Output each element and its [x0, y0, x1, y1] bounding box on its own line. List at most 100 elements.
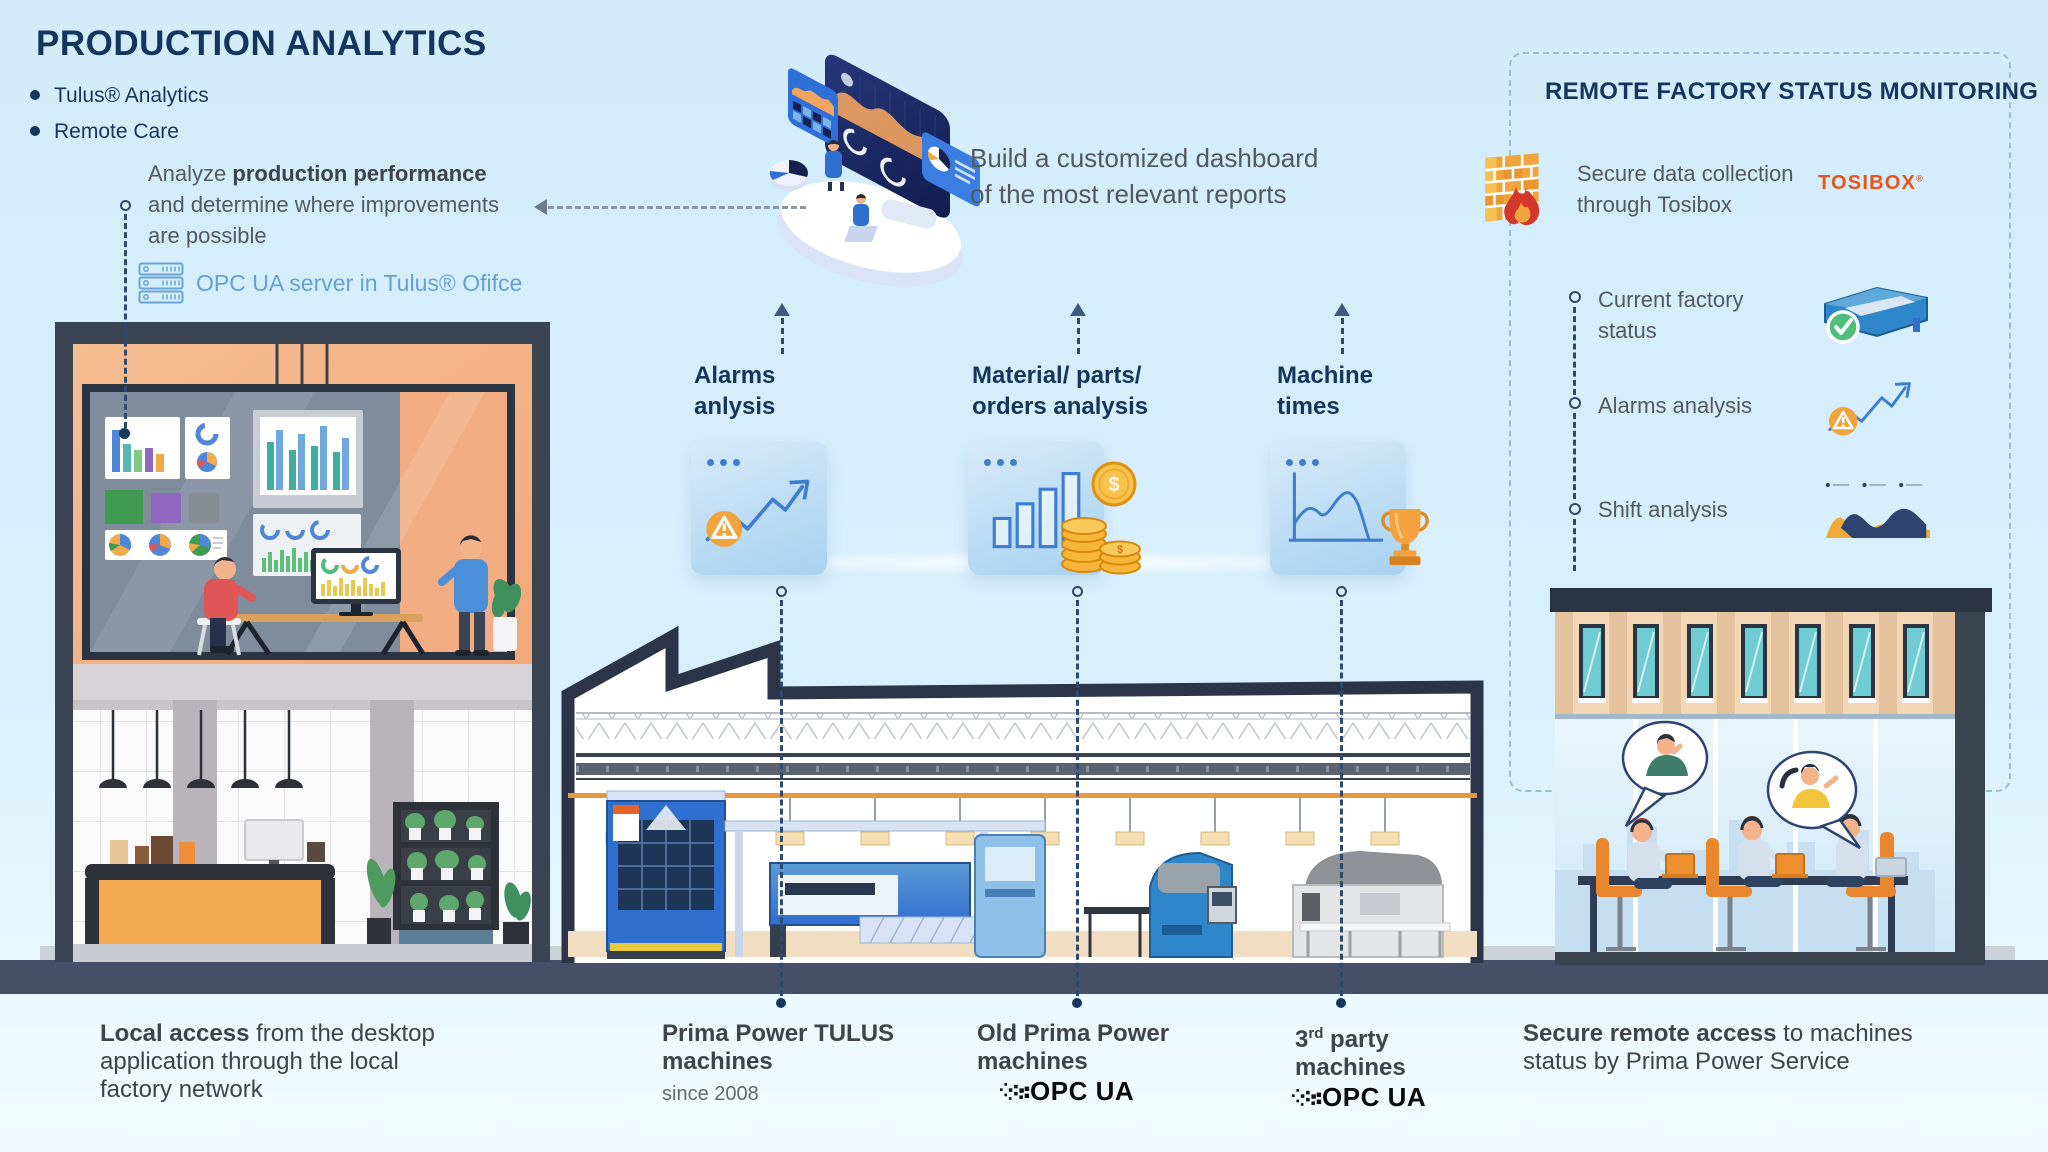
panel-dashed-segment — [1573, 519, 1576, 571]
dashed-connector-horizontal — [548, 206, 806, 209]
report-card — [922, 130, 980, 209]
ground-bar — [0, 960, 2048, 994]
card-label-machine-times: Machine times — [1277, 360, 1373, 422]
card-label-line: Machine — [1277, 362, 1374, 389]
dashed-connector-vertical — [780, 600, 783, 996]
up-arrow — [774, 303, 790, 316]
machine-status-icon — [1824, 286, 1928, 344]
panel-item-alarms: Alarms analysis — [1598, 390, 1752, 421]
up-arrow — [1070, 303, 1086, 316]
svg-text:$: $ — [1108, 474, 1119, 496]
person-figure — [844, 194, 878, 242]
card-label-line: Material/ parts/ — [972, 362, 1142, 389]
panel-ring — [1569, 397, 1581, 409]
opcua-logo-text: OPC UA — [1030, 1076, 1135, 1106]
window-dots-icon — [1286, 453, 1325, 471]
panel-ring — [1569, 503, 1581, 515]
remote-access-line2: status by Prima Power Service — [1523, 1048, 1850, 1075]
bar-chart-icon — [992, 472, 1081, 549]
old-line2: machines — [977, 1048, 1088, 1075]
analyze-line2: and determine where improvements — [148, 192, 499, 217]
dashed-connector-vertical — [124, 214, 127, 428]
opcua-server-label: OPC UA server in Tulus® Ofifce — [196, 270, 523, 296]
dashed-connector-vertical — [1340, 600, 1343, 996]
dashboard-illustration — [755, 8, 1055, 304]
remote-panel-title: REMOTE FACTORY STATUS MONITORING — [1545, 78, 2039, 105]
card-label-alarms: Alarms anlysis — [694, 360, 775, 422]
old-line1: Old Prima Power — [977, 1020, 1170, 1047]
build-dashboard-caption: Build a customized dashboard of the most… — [970, 140, 1318, 212]
third-party-caption: 3rd party machines — [1295, 1020, 1406, 1082]
third-num: 3 — [1295, 1026, 1309, 1053]
tulus-line2: machines — [662, 1048, 773, 1075]
window-dots-icon — [707, 453, 746, 471]
window-dots-icon — [984, 453, 1023, 471]
service-building-illustration — [1550, 588, 1992, 965]
alarm-trend-icon — [705, 479, 810, 547]
tulus-machines-caption: Prima Power TULUS machines since 2008 — [662, 1020, 894, 1108]
remote-access-rest: to machines — [1776, 1020, 1913, 1047]
connector-ring — [120, 200, 131, 211]
bullet-item: Tulus® Analytics — [54, 84, 209, 107]
server-icon — [138, 262, 184, 304]
panel-dashed-segment — [1573, 413, 1576, 499]
panel-item-line: status — [1598, 318, 1657, 343]
dashed-connector-vertical — [1076, 600, 1079, 996]
old-machines-caption: Old Prima Power machines — [977, 1020, 1169, 1076]
card-label-line: times — [1277, 393, 1340, 420]
remote-access-caption: Secure remote access to machines status … — [1523, 1020, 1913, 1076]
card-label-line: Alarms — [694, 362, 776, 389]
opcua-logo-text: OPC UA — [1322, 1082, 1427, 1112]
connector-ring — [1336, 586, 1347, 597]
panel-item-current-status: Current factory status — [1598, 284, 1744, 346]
local-access-line2: application through the local — [100, 1048, 399, 1075]
tosibox-logo-text: TOSIBOX — [1818, 172, 1917, 194]
dashed-arrow-stem — [1341, 318, 1344, 354]
coins-stack-icon: $ — [1061, 517, 1141, 575]
opcua-logo: OPC UA — [1292, 1082, 1426, 1113]
page-title: PRODUCTION ANALYTICS — [36, 24, 487, 63]
analyze-annotation: Analyze production performance and deter… — [148, 158, 508, 251]
pie-chart-icon — [769, 160, 808, 191]
panel-item-line: Current factory — [1598, 287, 1744, 312]
line-chart-icon — [1288, 472, 1384, 542]
dollar-coin-icon: $ — [1091, 461, 1137, 507]
opcua-pixels-icon — [1000, 1083, 1030, 1100]
opcua-logo: OPC UA — [1000, 1076, 1134, 1107]
local-access-caption: Local access from the desktop applicatio… — [100, 1020, 435, 1104]
analyze-bold: production performance — [232, 161, 487, 186]
card-label-material: Material/ parts/ orders analysis — [972, 360, 1148, 422]
bullet-icon — [30, 90, 40, 100]
connector-dot — [1336, 998, 1346, 1008]
bullet-icon — [30, 126, 40, 136]
up-arrow — [1334, 303, 1350, 316]
dashed-arrow-stem — [1077, 318, 1080, 354]
third-rest: party — [1323, 1026, 1389, 1053]
connector-dot — [776, 998, 786, 1008]
tosibox-item-label: Secure data collection through Tosibox — [1577, 158, 1793, 220]
bullet-list: Tulus® Analytics Remote Care — [30, 84, 209, 144]
svg-text:$: $ — [1117, 544, 1123, 556]
panel-item-shift: Shift analysis — [1598, 494, 1728, 525]
third-sup: rd — [1308, 1025, 1324, 1042]
local-access-line3: factory network — [100, 1076, 263, 1103]
factory-building-illustration — [561, 625, 1484, 963]
local-access-rest: from the desktop — [249, 1020, 435, 1047]
trophy-icon — [1381, 509, 1429, 565]
machine-times-card — [1270, 441, 1406, 575]
shift-chart-icon — [1825, 482, 1931, 538]
connector-dot — [1072, 998, 1082, 1008]
tulus-sub: since 2008 — [662, 1083, 759, 1105]
tosibox-logo: TOSIBOX® — [1818, 172, 1924, 194]
connector-ring — [1072, 586, 1083, 597]
analyze-prefix: Analyze — [148, 161, 233, 186]
firewall-icon — [1485, 153, 1540, 226]
tosibox-line1: Secure data collection — [1577, 161, 1794, 186]
remote-access-bold: Secure remote access — [1523, 1020, 1777, 1047]
opcua-pixels-icon — [1292, 1089, 1322, 1106]
panel-item-line: Shift analysis — [1598, 497, 1728, 522]
card-label-line: orders analysis — [972, 393, 1149, 420]
person-figure — [825, 140, 845, 196]
third-line2: machines — [1295, 1054, 1406, 1081]
